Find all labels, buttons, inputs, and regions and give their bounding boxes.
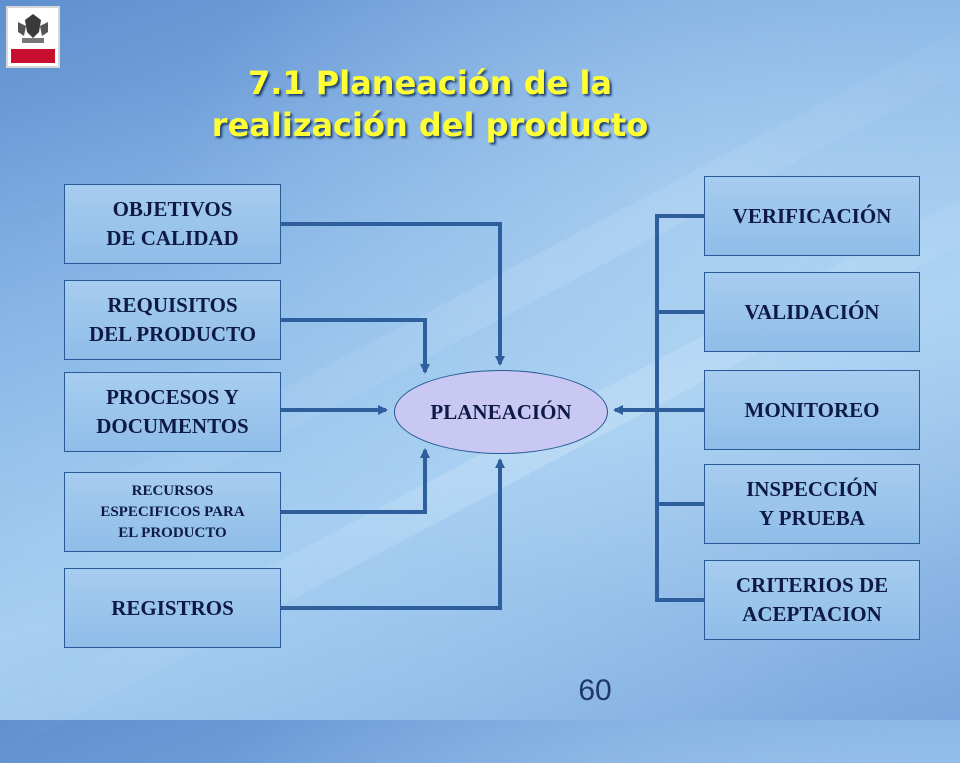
connector-objetivos [281,222,505,366]
input-requisitos-del-producto: REQUISITOS DEL PRODUCTO [64,280,281,360]
connector-registros [281,458,505,610]
box-line: EL PRODUCTO [118,524,227,541]
box-line: DE CALIDAD [106,226,239,250]
box-line: DOCUMENTOS [96,414,249,438]
box-line: RECURSOS [131,482,214,499]
box-line: CRITERIOS DE [735,573,889,597]
box-line: ESPECIFICOS PARA [100,503,245,520]
box-line: PROCESOS Y [106,385,239,409]
output-validacion: VALIDACIÓN [704,272,920,352]
connector-requisitos [281,318,430,374]
connector-lines [281,214,704,610]
box-line: OBJETIVOS [112,197,233,221]
box-line: VALIDACIÓN [744,299,880,324]
box-line: ACEPTACION [742,602,882,626]
box-line: Y PRUEBA [759,506,865,530]
title-line-1: 7.1 Planeación de la [247,64,613,102]
box-line: REQUISITOS [107,293,238,317]
page-number: 60 [578,674,612,707]
box-line: MONITOREO [744,397,880,422]
output-verificacion: VERIFICACIÓN [704,176,920,256]
input-procesos-y-documentos: PROCESOS Y DOCUMENTOS [64,372,281,452]
box-line: VERIFICACIÓN [732,203,892,228]
input-registros: REGISTROS [64,568,281,648]
university-logo [6,6,60,68]
input-objetivos-de-calidad: OBJETIVOS DE CALIDAD [64,184,281,264]
planeacion-label: PLANEACIÓN [430,399,572,424]
output-monitoreo: MONITOREO [704,370,920,450]
box-line: INSPECCIÓN [746,477,878,501]
connector-recursos [281,448,430,514]
title-line-2: realización del producto [211,106,649,144]
box-line: REGISTROS [111,595,234,620]
output-inspeccion-y-prueba: INSPECCIÓN Y PRUEBA [704,464,920,544]
input-recursos-especificos: RECURSOS ESPECIFICOS PARA EL PRODUCTO [64,472,281,552]
slide-title: 7.1 Planeación de la realización del pro… [0,62,860,146]
box-line: DEL PRODUCTO [88,322,257,346]
planeacion-node: PLANEACIÓN [394,370,608,454]
output-criterios-de-aceptacion: CRITERIOS DE ACEPTACION [704,560,920,640]
